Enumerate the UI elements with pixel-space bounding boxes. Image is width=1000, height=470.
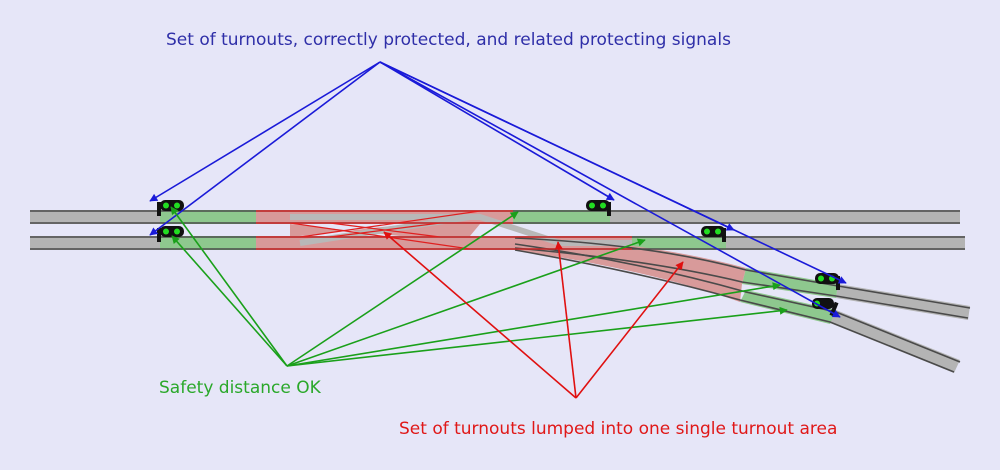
turnout-area — [256, 210, 746, 302]
track-branch-lower — [830, 310, 960, 373]
track-branch-upper — [836, 284, 970, 320]
signal-mid-upper — [586, 200, 611, 216]
safety-zones — [160, 210, 838, 324]
signals-annotation: Set of turnouts, correctly protected, an… — [166, 30, 731, 50]
safety-zone-branch-lower — [740, 290, 836, 324]
safety-zone-left-upper — [160, 210, 256, 224]
safety-zone-mid-lower — [632, 236, 726, 250]
track-lower-right — [725, 236, 965, 250]
signal-mid-lower — [701, 226, 726, 242]
safety-annotation: Safety distance OK — [159, 378, 322, 398]
safety-zone-mid-upper — [513, 210, 610, 224]
track-lower-left — [30, 236, 160, 250]
turnout-rails — [256, 210, 632, 250]
signal-arrows — [149, 61, 847, 318]
turnout-arrows — [383, 231, 684, 399]
turnout-area-annotation: Set of turnouts lumped into one single t… — [399, 419, 837, 439]
safety-zone-left-lower — [160, 236, 256, 250]
track-upper-right — [610, 210, 960, 224]
track-upper-left — [30, 210, 160, 224]
signal-left-lower — [157, 226, 184, 242]
